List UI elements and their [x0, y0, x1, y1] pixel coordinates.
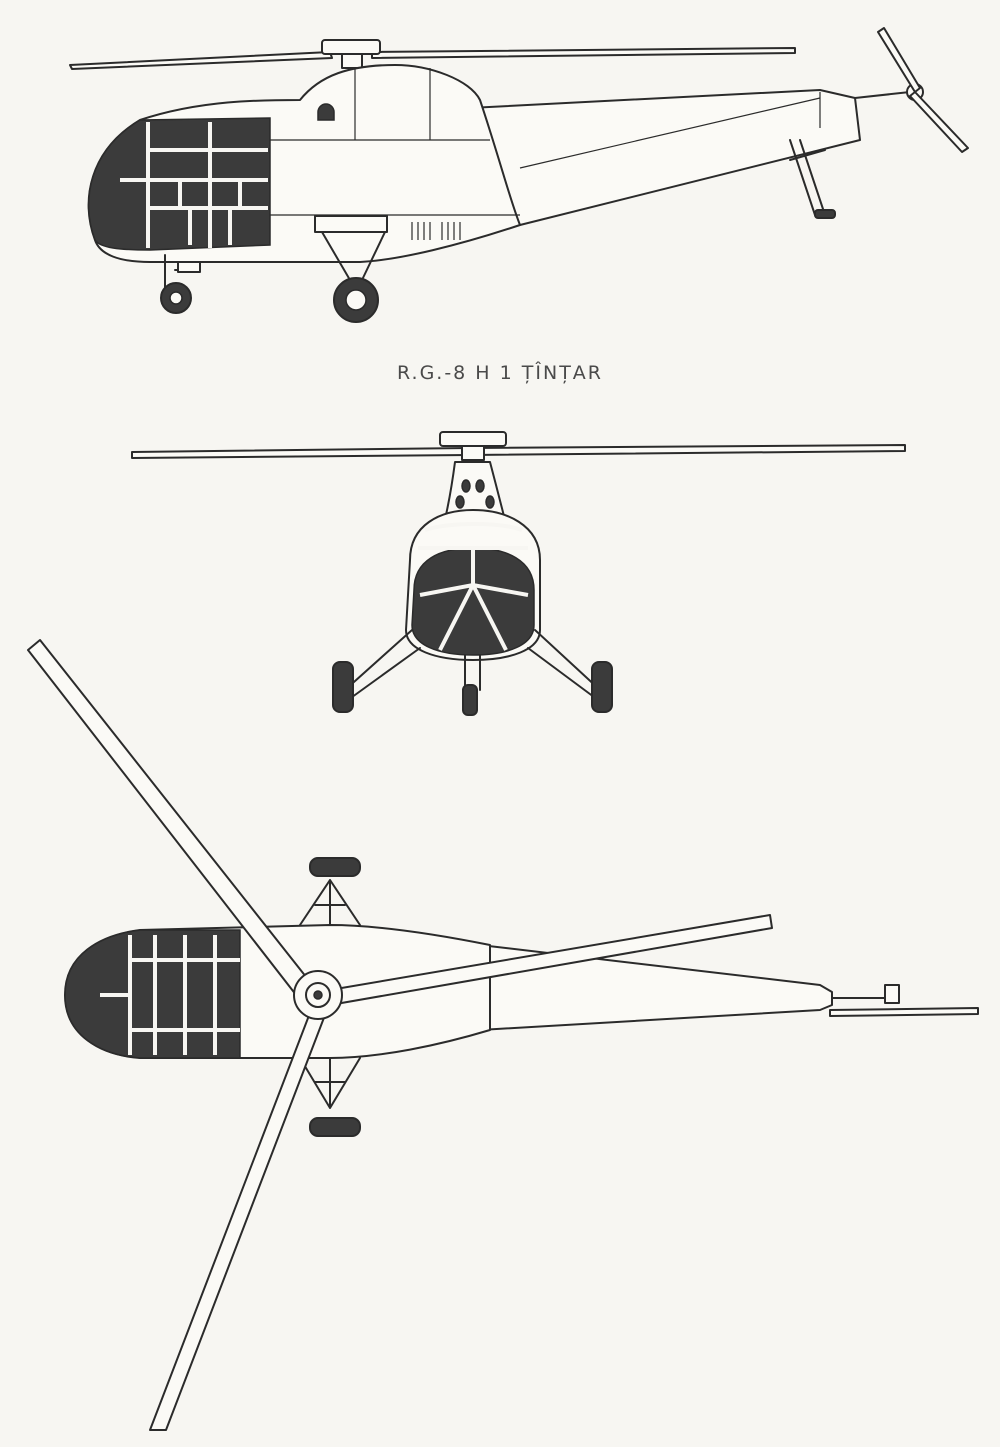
- front-main-rotor: [131, 444, 906, 459]
- front-left-wheel: [332, 661, 354, 713]
- side-main-rotor: [69, 39, 796, 70]
- front-view: [131, 431, 906, 716]
- side-view: [69, 27, 969, 323]
- side-tail-rotor: [854, 27, 969, 153]
- top-tail-rotor: [829, 984, 979, 1017]
- front-canopy: [411, 547, 535, 656]
- top-main-gear: [299, 857, 361, 1137]
- front-right-wheel: [591, 661, 613, 713]
- side-main-gear: [314, 215, 388, 323]
- top-view: [27, 639, 979, 1431]
- front-gear-struts: [344, 629, 601, 701]
- side-nose-gear: [160, 254, 201, 314]
- side-tail-skid: [789, 139, 826, 216]
- front-nose-wheel: [462, 684, 478, 716]
- top-main-rotor: [27, 639, 773, 1431]
- drawing-caption: R.G.-8 H 1 ȚÎNȚAR: [397, 362, 603, 384]
